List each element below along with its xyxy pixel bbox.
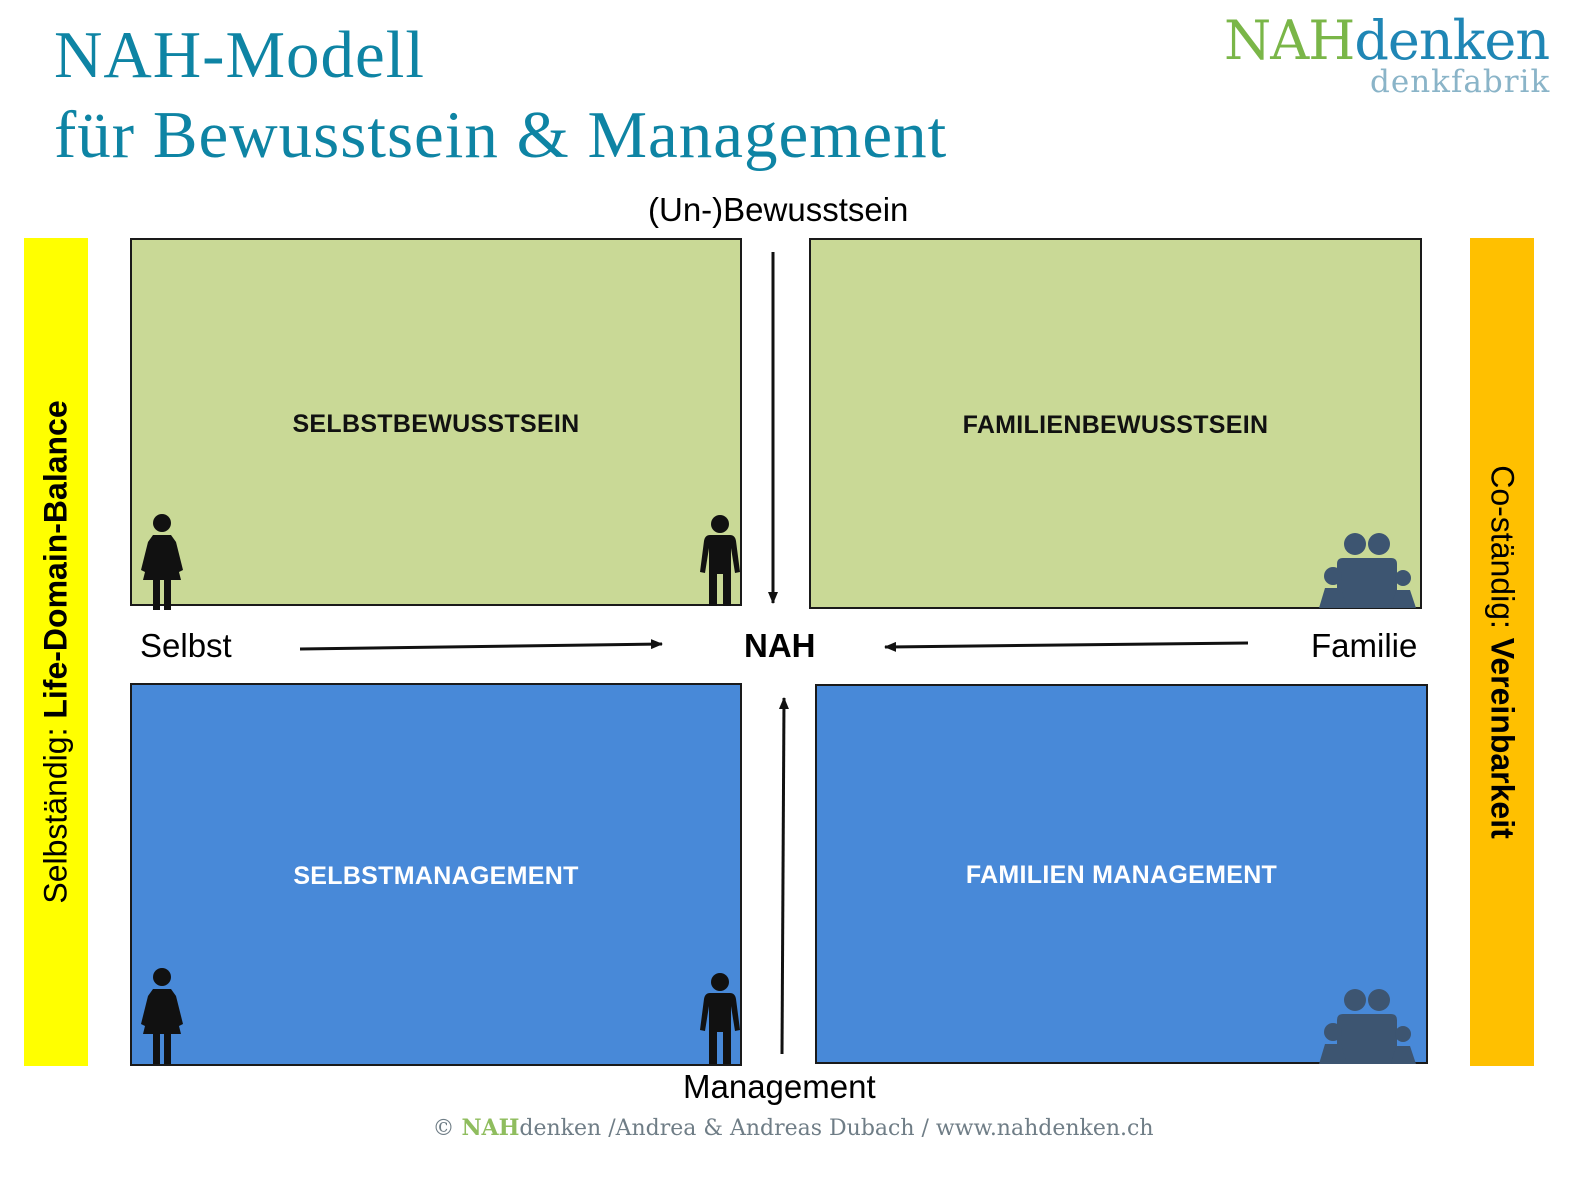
family-icon (1319, 989, 1416, 1064)
footer-copyright: © NAHdenken /Andrea & Andreas Dubach / w… (0, 1115, 1586, 1141)
logo-denken: denken (1354, 9, 1550, 72)
quadrant-selbstmanagement: SELBSTMANAGEMENT (130, 683, 742, 1066)
quadrant-label: SELBSTBEWUSSTSEIN (292, 410, 580, 438)
arrow-right (299, 639, 663, 651)
axis-label-left: Selbst (140, 627, 232, 664)
title-line-1: NAH-Modell (54, 18, 426, 92)
quadrant-familien-management: FAMILIEN MANAGEMENT (815, 684, 1428, 1064)
footer-nah: NAH (461, 1115, 520, 1141)
center-label: NAH (744, 627, 816, 664)
title-line-2: für Bewusstsein & Management (54, 98, 948, 172)
man-icon (700, 515, 740, 606)
axis-label-bottom: Management (683, 1068, 876, 1105)
logo-nah: NAH (1224, 9, 1355, 72)
left-side-bar: Selbständig: Life-Domain-Balance (24, 238, 88, 1066)
quadrant-familienbewusstsein: FAMILIENBEWUSSTSEIN (809, 238, 1422, 609)
quadrant-label: FAMILIEN MANAGEMENT (965, 861, 1278, 889)
woman-icon (141, 968, 183, 1064)
quadrant-selbstbewusstsein: SELBSTBEWUSSTSEIN (130, 238, 742, 610)
quadrant-label: SELBSTMANAGEMENT (293, 862, 579, 890)
arrow-up (778, 697, 789, 1055)
nahdenken-logo: NAHdenken denkfabrik (1224, 14, 1569, 104)
family-icon (1319, 533, 1416, 608)
footer-copyright-symbol: © (432, 1116, 462, 1141)
logo-subtitle: denkfabrik (1370, 64, 1551, 100)
logo-wordmark: NAHdenken (1224, 14, 1550, 68)
quadrant-label: FAMILIENBEWUSSTSEIN (962, 411, 1269, 439)
axis-label-right: Familie (1311, 627, 1418, 664)
right-side-bar: Co-ständig: Vereinbarkeit (1470, 238, 1534, 1066)
woman-icon (141, 514, 183, 610)
arrow-left (884, 641, 1249, 652)
footer-text: denken /Andrea & Andreas Dubach / www.na… (519, 1116, 1154, 1141)
axis-label-top: (Un-)Bewusstsein (648, 191, 909, 228)
man-icon (700, 973, 740, 1064)
